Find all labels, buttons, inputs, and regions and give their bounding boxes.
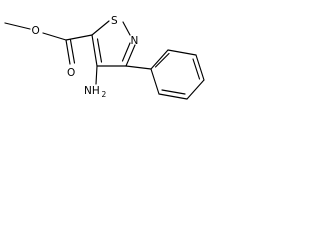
amine-group-label: NH 2 (84, 85, 107, 99)
structure-drawing: O O S N NH 2 (4, 15, 205, 100)
bond-phenyl-right-bottom (195, 54, 205, 81)
bond-carbonyl-double-inner (69, 39, 76, 64)
bond-c4-amine (95, 65, 98, 85)
bond-carbonyl-carbon-c5 (65, 34, 93, 41)
bond-c3-phenyl-ipso (125, 65, 152, 70)
bond-phenyl-bottom-inner (161, 89, 186, 95)
bond-nitrogen-c3-outer (125, 44, 136, 67)
bond-methyl-ester-oxygen (4, 22, 31, 30)
amine-h-count-label: 2 (102, 90, 107, 99)
bond-phenyl-left (150, 68, 160, 95)
bond-phenyl-top-right (167, 49, 197, 56)
bond-carbonyl-double-outer (65, 39, 71, 65)
bond-nitrogen-c3-inner (121, 42, 131, 62)
amine-nh-label: NH (84, 85, 100, 97)
ring-nitrogen-label: N (131, 35, 139, 47)
bond-ester-oxygen-carbonyl-carbon (42, 32, 67, 41)
bond-phenyl-bottom (158, 93, 188, 100)
bond-c4-c5-inner (96, 38, 103, 63)
bond-phenyl-ipso-top (150, 49, 169, 70)
bond-c4-c5-outer (91, 34, 98, 67)
bond-phenyl-right-inner (192, 58, 201, 80)
carbonyl-oxygen-label: O (67, 67, 75, 79)
bond-phenyl-bottom-right (186, 79, 205, 100)
ester-oxygen-label: O (32, 25, 40, 37)
bond-phenyl-top-inner (154, 52, 170, 68)
ring-sulfur-label: S (111, 15, 118, 27)
bond-c5-sulfur (91, 20, 110, 36)
bond-sulfur-nitrogen (122, 21, 131, 36)
